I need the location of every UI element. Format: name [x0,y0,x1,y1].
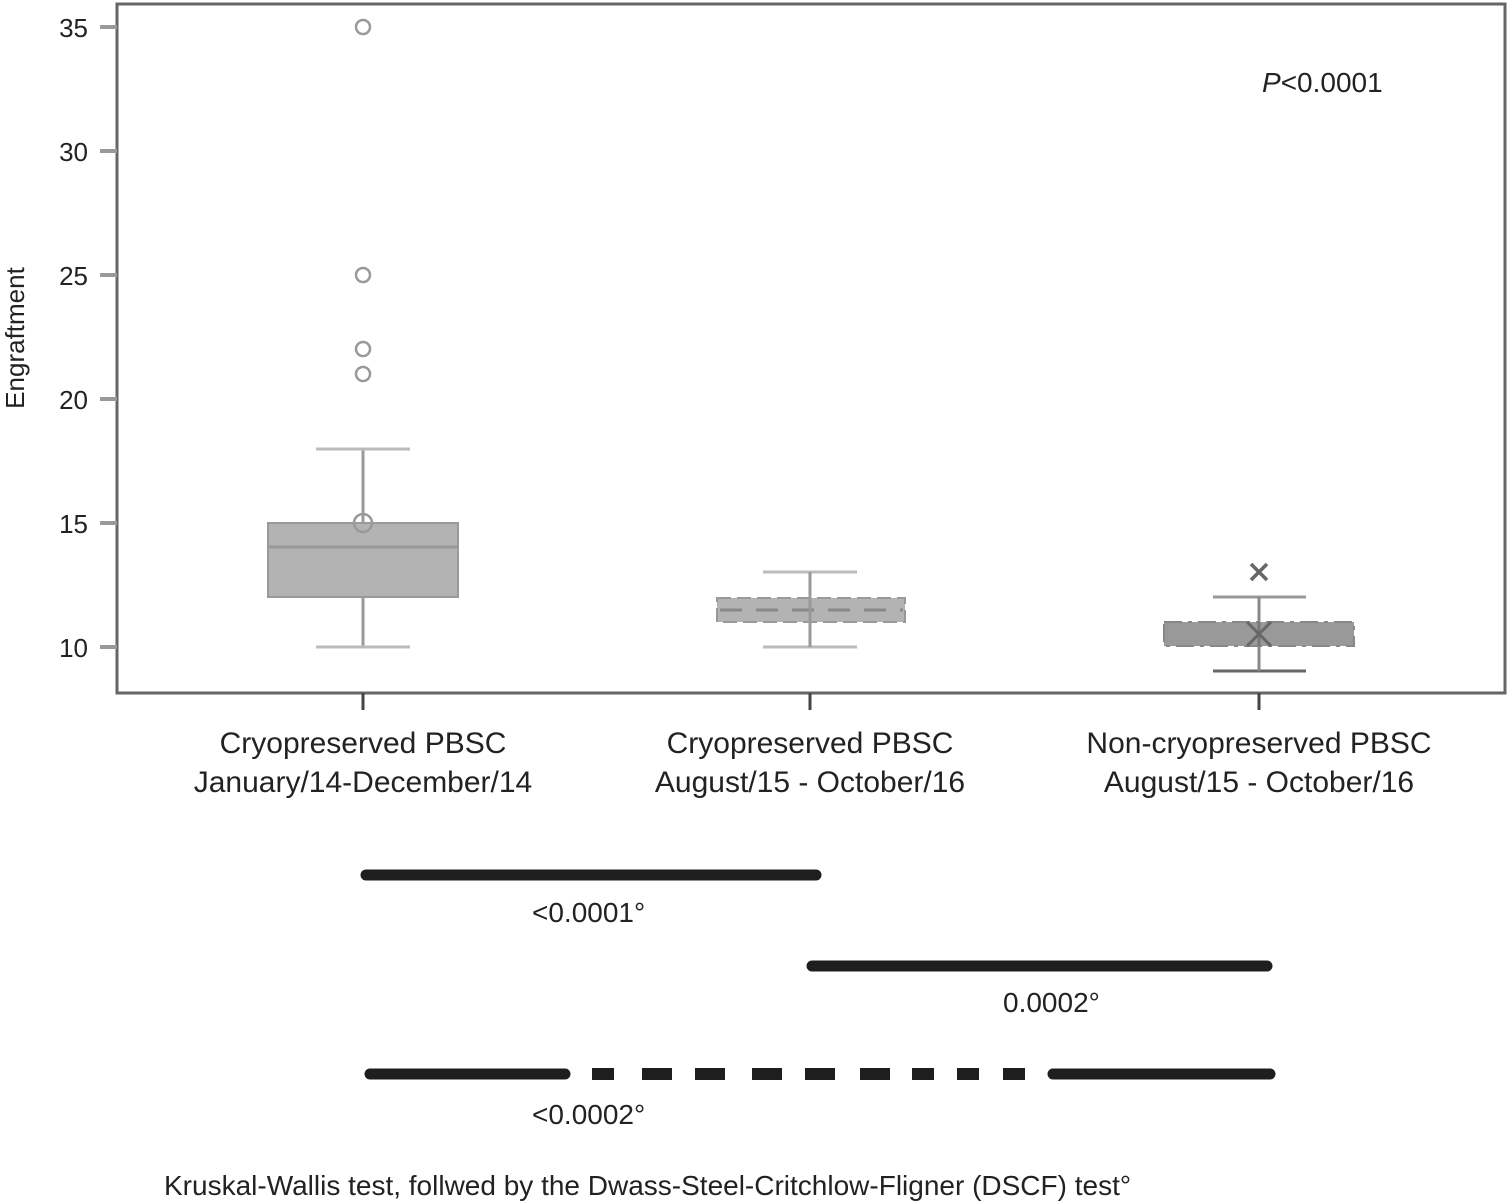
outlier-marker [354,340,372,358]
outlier-x-marker [1249,562,1269,582]
y-tick-25: 25 [59,261,88,291]
category-1-line2: January/14-December/14 [194,766,533,799]
p-prefix: P [1262,67,1281,98]
box-cryo-2014 [267,18,459,649]
y-tick-20: 20 [59,385,88,415]
comparison-bar-1-3-dashes [592,1068,1025,1080]
mean-x-marker [1245,620,1273,648]
y-tick-30: 30 [59,137,88,167]
box-noncryo-2015-16 [1163,562,1355,673]
comparison-p-1-2: <0.0001° [532,897,645,928]
p-value: <0.0001 [1281,67,1383,98]
comparison-bars [360,869,1276,1080]
x-axis-ticks [361,693,1261,710]
y-axis-title: Engraftment [0,266,30,408]
outlier-marker [354,365,372,383]
y-tick-35: 35 [59,13,88,43]
box-cryo-2015-16 [716,570,906,649]
y-tick-15: 15 [59,509,88,539]
footnote: Kruskal-Wallis test, follwed by the Dwas… [164,1170,1131,1201]
comparison-p-1-3: <0.0002° [532,1099,645,1130]
comparison-p-2-3: 0.0002° [1003,987,1100,1018]
outlier-marker [354,266,372,284]
category-2-line1: Cryopreserved PBSC [667,727,954,760]
outlier-marker [354,18,372,36]
category-3-line2: August/15 - October/16 [1104,766,1414,799]
mean-marker [352,512,374,534]
category-3-line1: Non-cryopreserved PBSC [1086,727,1431,760]
category-1-line1: Cryopreserved PBSC [220,727,507,760]
overall-p-value: P<0.0001 [1262,67,1383,98]
category-2-line2: August/15 - October/16 [655,766,965,799]
y-axis [100,25,117,649]
y-tick-10: 10 [59,633,88,663]
